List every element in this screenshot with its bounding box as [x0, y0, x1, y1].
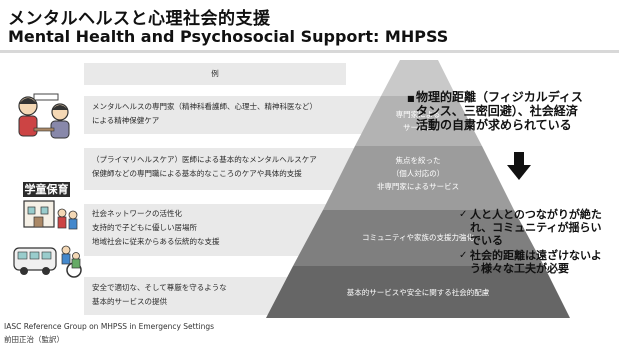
example-text: 保健師などの専門職による基本的なこころのケアや具体的支援 — [92, 169, 302, 178]
down-arrow-icon — [507, 152, 531, 180]
pyramid-label-line: 基本的サービスや安全に関する社会的配慮 — [346, 288, 490, 297]
check-line: う様々な工夫が必要 — [470, 262, 569, 275]
pyramid-label-basic: 基本的サービスや安全に関する社会的配慮 — [288, 286, 548, 299]
example-text: 地域社会に従来からある伝統的な支援 — [92, 237, 220, 246]
social-distancing-note: ■ 物理的距離（フィジカルディス タンス、三密回避）、社会経済 活動の自粛が求め… — [407, 90, 616, 132]
page-title-english: Mental Health and Psychosocial Support: … — [8, 27, 449, 46]
counseling-illustration-icon — [18, 93, 70, 139]
note-line: 活動の自粛が求められている — [416, 118, 572, 132]
note-line: 物理的距離（フィジカルディス — [416, 90, 583, 104]
example-row-specialist: メンタルヘルスの専門家（精神科看護師、心理士、精神科医など） による精神保健ケア — [84, 96, 384, 134]
check-line: れ、コミュニティが揺らい — [470, 221, 602, 234]
note-line: タンス、三密回避）、社会経済 — [416, 104, 578, 118]
check-item-connection: ✓ 人と人とのつながりが絶た れ、コミュニティが揺らい でいる — [459, 208, 619, 247]
example-text: 支持的で子どもに優しい居場所 — [92, 223, 197, 232]
school-building-icon — [23, 200, 78, 230]
page-title-japanese: メンタルヘルスと心理社会的支援 — [8, 9, 271, 29]
pyramid-label-community: コミュニティや家族の支援力強化 — [318, 231, 518, 244]
pyramid-label-line: コミュニティや家族の支援力強化 — [361, 233, 475, 242]
examples-header: 例 — [84, 63, 346, 85]
school-sign-label: 学童保育 — [24, 183, 69, 196]
example-text: 社会ネットワークの活性化 — [92, 209, 182, 218]
check-item-ingenuity: ✓ 社会的距離は遠ざけないよ う様々な工夫が必要 — [459, 249, 619, 275]
transport-care-illustration-icon — [13, 245, 82, 278]
check-line: でいる — [470, 234, 503, 247]
pyramid-label-line: サービス — [403, 123, 433, 132]
pyramid-level-focused — [323, 146, 514, 210]
square-bullet-icon: ■ — [407, 94, 415, 103]
pyramid-label-focused: 焦点を絞った （個人対応の） 非専門家によるサービス — [343, 154, 493, 193]
example-text: （プライマリヘルスケア）医師による基本的なメンタルヘルスケア — [92, 155, 317, 164]
example-text: メンタルヘルスの専門家（精神科看護師、心理士、精神科医など） — [92, 102, 317, 111]
pyramid-level-community — [293, 210, 544, 266]
pyramid-apex — [381, 60, 456, 96]
pyramid-label-specialist: 専門家による サービス — [368, 108, 468, 134]
pyramid-level-basic — [266, 266, 570, 318]
example-text: 基本的サービスの提供 — [92, 297, 167, 306]
pyramid-label-line: 専門家による — [395, 110, 441, 119]
pyramid-label-line: （個人対応の） — [391, 169, 445, 178]
check-mark-icon: ✓ — [459, 250, 468, 261]
example-text: 安全で適切な、そして尊厳を守るような — [92, 283, 227, 292]
examples-header-label: 例 — [211, 69, 219, 78]
pyramid-label-line: 焦点を絞った — [395, 156, 441, 165]
check-line: 人と人とのつながりが絶た — [470, 208, 602, 221]
source-credit: IASC Reference Group on MHPSS in Emergen… — [4, 322, 215, 331]
check-mark-icon: ✓ — [459, 209, 468, 220]
school-sign: 学童保育 — [23, 182, 70, 197]
example-text: による精神保健ケア — [92, 116, 160, 125]
translator-credit: 前田正治（監訳） — [4, 335, 64, 344]
pyramid-level-specialist — [355, 96, 482, 146]
title-divider — [0, 50, 619, 53]
pyramid-label-line: 非専門家によるサービス — [376, 182, 460, 191]
check-line: 社会的距離は遠ざけないよ — [470, 249, 602, 262]
